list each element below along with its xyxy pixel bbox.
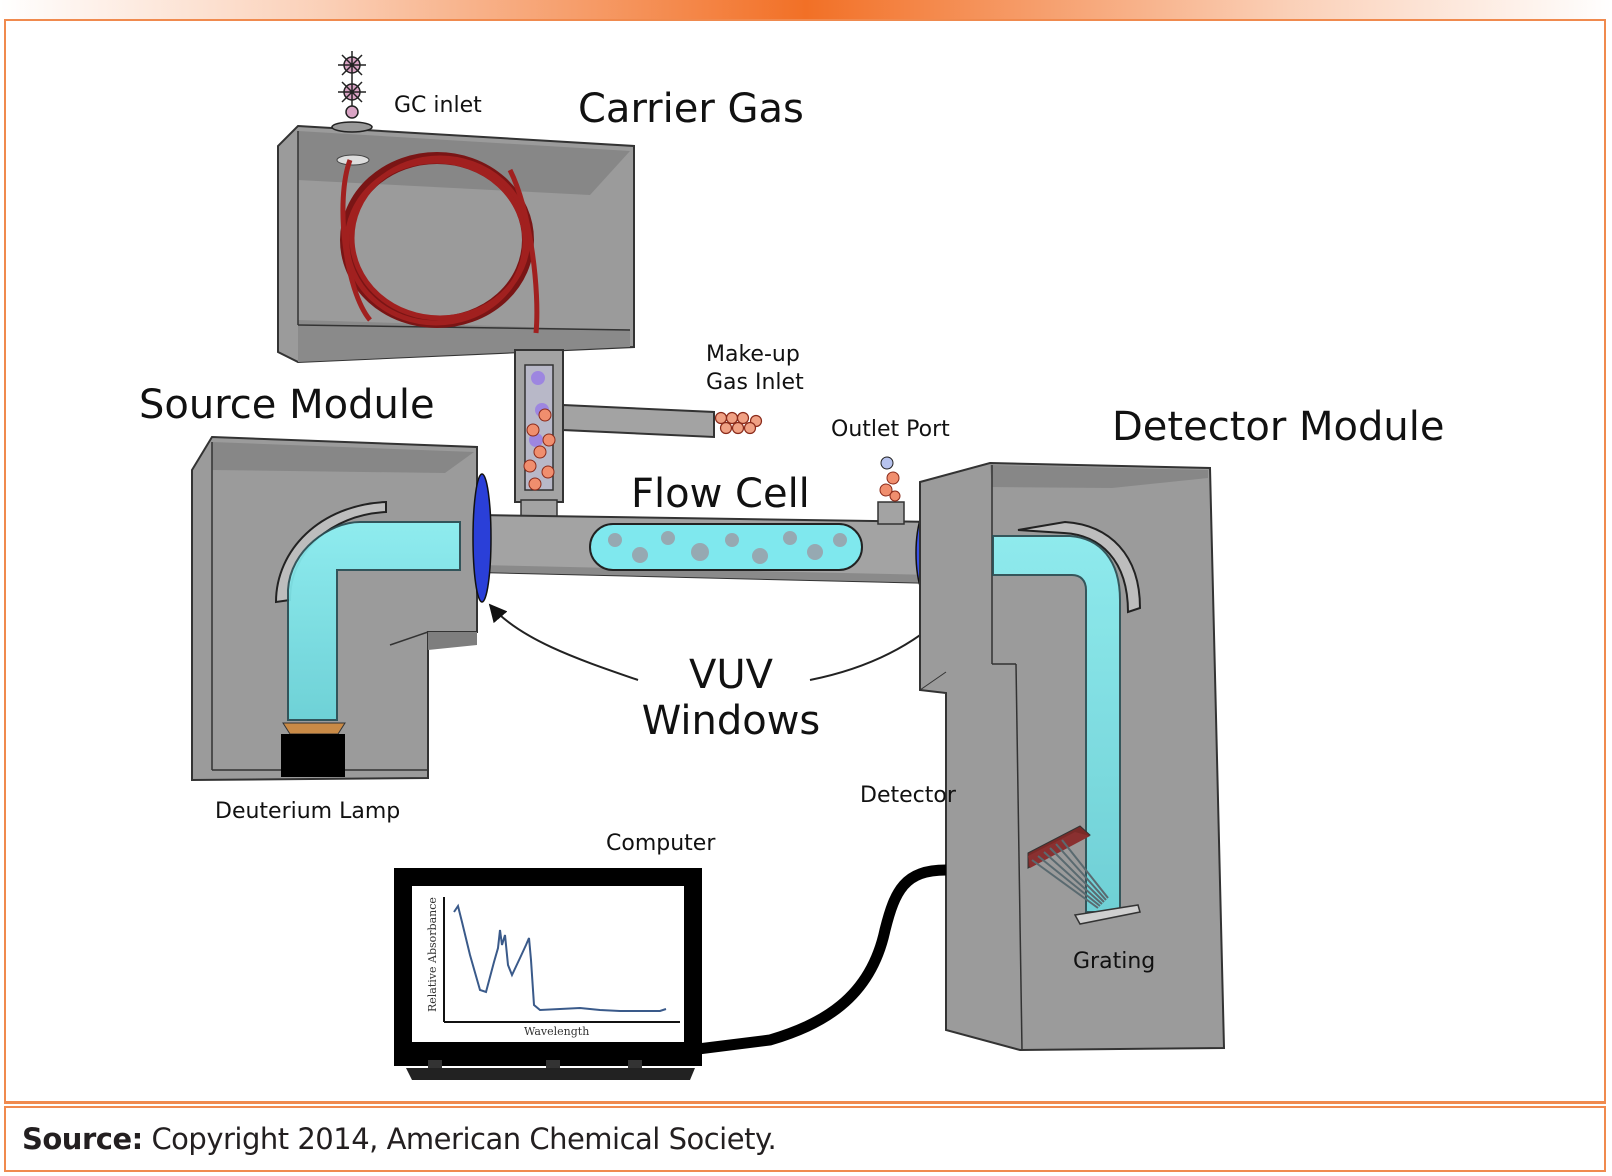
detector-label: Detector <box>860 783 957 808</box>
makeup-gas-molecules-icon <box>714 411 763 435</box>
detector-module-label: Detector Module <box>1112 404 1444 450</box>
outlet-molecules-icon <box>879 456 901 502</box>
flow-cell-label: Flow Cell <box>631 471 810 517</box>
flow-cell-chamber <box>589 523 863 571</box>
spectrum-ylabel: Relative Absorbance <box>426 897 439 1012</box>
figure-frame <box>4 19 1606 1104</box>
gc-inlet-molecules-icon <box>331 51 373 133</box>
outlet-port-label: Outlet Port <box>831 417 950 442</box>
gc-column-coil-icon <box>340 152 540 334</box>
computer-monitor-icon <box>394 868 702 1080</box>
detector-array-icon <box>1027 825 1109 909</box>
detector-module-box <box>919 461 1226 1052</box>
vuv-label-line1: VUV <box>689 652 774 698</box>
makeup-gas-label-line1: Make-up <box>706 342 800 367</box>
deuterium-lamp-label: Deuterium Lamp <box>215 799 400 824</box>
top-accent-bar <box>0 0 1612 19</box>
spectrum-xlabel: Wavelength <box>524 1025 589 1038</box>
vuv-label-line2: Windows <box>642 698 821 744</box>
analyte-molecules-icon <box>523 371 556 491</box>
grating-icon <box>1073 904 1141 925</box>
makeup-gas-label-line2: Gas Inlet <box>706 370 804 395</box>
vuv-window-left <box>472 473 492 603</box>
outlet-port <box>877 501 905 525</box>
detector-cable <box>689 864 947 1056</box>
carrier-gas-label: Carrier Gas <box>578 86 804 132</box>
figure-caption: Source: Copyright 2014, American Chemica… <box>4 1106 1606 1172</box>
detector-mirror-icon <box>1017 520 1142 614</box>
source-text: Copyright 2014, American Chemical Societ… <box>151 1122 777 1156</box>
source-label: Source: <box>22 1122 143 1156</box>
makeup-gas-tube <box>562 403 715 439</box>
source-credit: Source: Copyright 2014, American Chemica… <box>22 1122 777 1156</box>
gc-inlet-label: GC inlet <box>394 93 482 118</box>
source-light-beam <box>287 521 461 721</box>
computer-label: Computer <box>606 831 716 856</box>
spectrum-plot: Relative Absorbance Wavelength <box>426 897 680 1038</box>
spectrum-line <box>453 903 667 1012</box>
vuv-diagram: GC inlet Carrier Gas Make-up Gas Inlet S… <box>139 51 1444 1080</box>
grating-label: Grating <box>1073 949 1155 974</box>
vuv-arrow-left <box>488 603 639 681</box>
source-module-label: Source Module <box>139 382 435 428</box>
deuterium-lamp-icon <box>281 722 346 777</box>
